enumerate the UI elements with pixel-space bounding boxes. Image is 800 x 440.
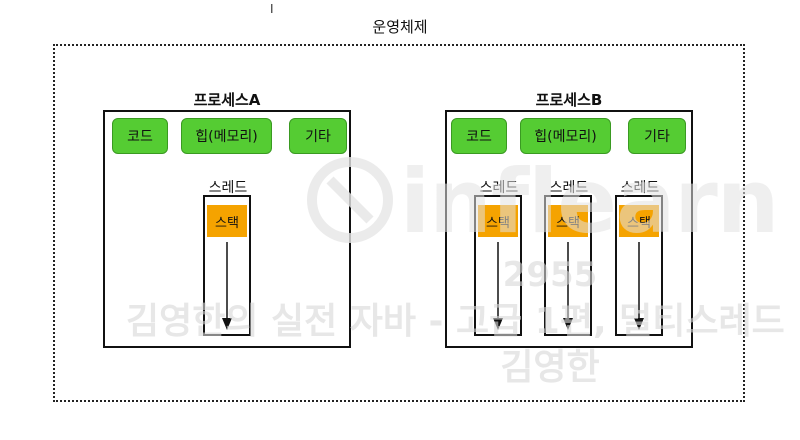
process-b-thread-3-box	[615, 195, 663, 336]
os-box	[53, 44, 745, 402]
process-b-thread-3-stack: 스택	[619, 205, 659, 237]
process-a-label: 프로세스A	[193, 91, 261, 109]
process-b-etc-segment: 기타	[628, 118, 686, 154]
text-cursor-icon: I	[270, 2, 274, 16]
process-a-code-segment: 코드	[112, 118, 168, 154]
process-b-thread-3-label: 스레드	[620, 180, 660, 196]
process-a-thread-label: 스레드	[208, 180, 248, 196]
os-label: 운영체제	[372, 18, 428, 36]
process-b-thread-2-stack: 스택	[548, 205, 588, 237]
process-b-thread-1-label: 스레드	[479, 180, 519, 196]
process-b-thread-3-arrow-icon	[634, 242, 644, 330]
process-b-thread-2-arrow-icon	[563, 242, 573, 330]
process-b-thread-2-label: 스레드	[549, 180, 589, 196]
process-b-thread-1-stack: 스택	[478, 205, 518, 237]
process-b-thread-1-arrow-icon	[493, 242, 503, 330]
process-b-label: 프로세스B	[535, 91, 603, 109]
process-b-thread-2-box	[544, 195, 592, 336]
process-a-etc-segment: 기타	[289, 118, 347, 154]
process-a-stack-arrow-icon	[222, 242, 232, 330]
process-a-stack: 스택	[207, 205, 247, 237]
process-a-heap-segment: 힙(메모리)	[181, 118, 272, 154]
process-b-code-segment: 코드	[451, 118, 507, 154]
process-b-box	[445, 110, 693, 348]
process-a-thread-box	[203, 195, 251, 336]
process-b-heap-segment: 힙(메모리)	[520, 118, 611, 154]
process-b-thread-1-box	[474, 195, 522, 336]
